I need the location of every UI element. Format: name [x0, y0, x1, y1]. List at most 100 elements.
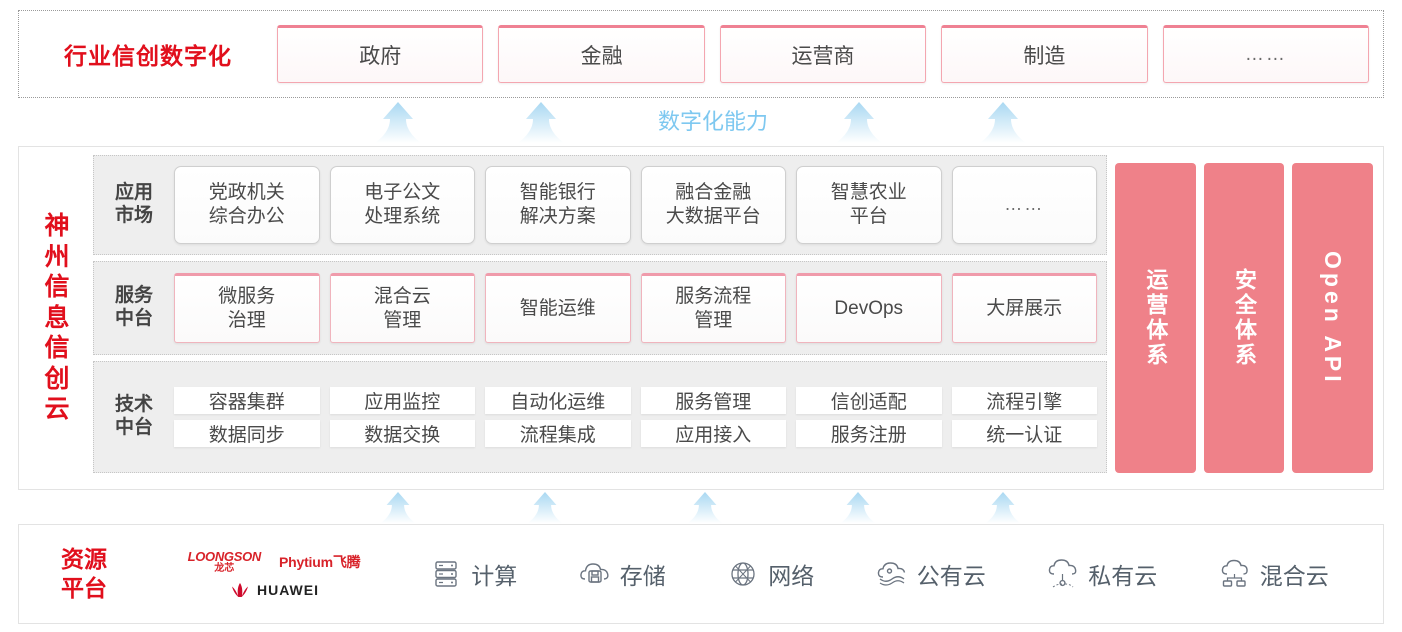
cloud-platform-title: 神 州 信 息 信 创 云: [19, 147, 91, 489]
resource-item-label: 私有云: [1088, 563, 1158, 589]
resource-item-label: 公有云: [916, 563, 986, 589]
up-arrow-icon: [518, 102, 564, 144]
svc-card-microservice-governance[interactable]: 微服务 治理: [174, 273, 320, 343]
card-line: 混合云: [373, 285, 431, 307]
up-arrow-icon: [836, 492, 880, 524]
tech-card-data-sync[interactable]: 数据同步: [174, 420, 320, 447]
up-arrow-icon: [980, 102, 1026, 144]
huawei-logo: HUAWEI: [229, 582, 319, 598]
up-arrow-icon: [981, 492, 1025, 524]
cloud-title-char: 神: [44, 212, 70, 241]
up-arrow-icon: [836, 102, 882, 144]
svc-card-big-screen-display[interactable]: 大屏展示: [951, 273, 1097, 343]
cloud-band-column: 应用 市场 党政机关 综合办公 电子公文: [93, 155, 1107, 481]
capability-label: 数字化能力: [658, 109, 769, 134]
loongson-logo-cn: 龙芯: [214, 563, 235, 574]
resource-item-list: 计算 存储: [399, 557, 1383, 591]
huawei-flower-icon: [229, 582, 251, 598]
industry-card-finance[interactable]: 金融: [498, 25, 705, 83]
svc-card-intelligent-ops[interactable]: 智能运维: [485, 273, 631, 343]
resource-item-hybrid-cloud[interactable]: 混合云: [1218, 557, 1329, 591]
svc-card-service-process-management[interactable]: 服务流程 管理: [640, 273, 786, 343]
tech-card-application-monitoring[interactable]: 应用监控: [329, 387, 475, 414]
tech-card-service-management[interactable]: 服务管理: [640, 387, 786, 414]
pillar-open-api[interactable]: Open API: [1292, 163, 1374, 473]
card-line: 融合金融: [675, 181, 752, 203]
private-cloud-icon: [1046, 557, 1080, 591]
resource-item-compute[interactable]: 计算: [429, 557, 517, 591]
card-line: 大数据平台: [665, 206, 761, 227]
tech-card-container-cluster[interactable]: 容器集群: [174, 387, 320, 414]
card-line: 管理: [694, 310, 733, 331]
cloud-platform-body: 应用 市场 党政机关 综合办公 电子公文: [91, 147, 1383, 489]
cloud-title-char: 信: [44, 273, 70, 302]
card-line: 管理: [383, 310, 422, 331]
svc-card-hybrid-cloud-management[interactable]: 混合云 管理: [329, 273, 475, 343]
vendor-logo-row: LOONGSON 龙芯 Phytium飞腾: [188, 550, 361, 574]
band-application-market: 应用 市场 党政机关 综合办公 电子公文: [93, 155, 1107, 255]
resource-item-label: 计算: [471, 563, 518, 589]
card-line: 电子公文: [364, 181, 441, 203]
up-arrow-icon: [375, 102, 421, 144]
card-line: 综合办公: [208, 206, 285, 227]
cloud-title-char: 州: [44, 242, 70, 271]
tech-card-data-exchange[interactable]: 数据交换: [329, 420, 475, 447]
cloud-title-char: 息: [44, 303, 70, 332]
card-line: 智慧农业: [830, 181, 907, 203]
vendor-logo-group: LOONGSON 龙芯 Phytium飞腾 HUAWEI: [149, 550, 399, 598]
band-label-line: 中台: [114, 308, 153, 329]
card-line: 微服务: [218, 285, 276, 307]
card-line: 平台: [849, 206, 888, 227]
up-arrow-icon: [523, 492, 567, 524]
resource-platform-panel: 资源 平台 LOONGSON 龙芯 Phytium飞腾 HUAWEI: [18, 524, 1384, 624]
band-label-application-market: 应用 市场: [103, 182, 165, 228]
app-card-smart-bank[interactable]: 智能银行 解决方案: [485, 166, 631, 244]
app-card-finance-bigdata[interactable]: 融合金融 大数据平台: [640, 166, 786, 244]
technical-platform-row-2: 数据同步 数据交换 流程集成 应用接入 服务注册 统一认证: [174, 420, 1097, 447]
card-line: 党政机关: [208, 181, 285, 203]
pillar-column: 运营体系 安全体系 Open API: [1115, 155, 1374, 481]
resource-item-label: 存储: [619, 563, 666, 589]
industry-band: 行业信创数字化 政府 金融 运营商 制造 ……: [18, 10, 1384, 98]
cloud-title-char: 云: [44, 395, 70, 424]
card-line: 处理系统: [364, 206, 441, 227]
resource-item-label: 混合云: [1259, 563, 1329, 589]
lower-arrow-gap: [18, 491, 1384, 524]
loongson-logo: LOONGSON 龙芯: [188, 550, 262, 574]
tech-card-service-registry[interactable]: 服务注册: [796, 420, 942, 447]
technical-platform-cards: 容器集群 应用监控 自动化运维 服务管理 信创适配 流程引擎 数据同步 数据交换…: [174, 387, 1097, 447]
tech-card-process-integration[interactable]: 流程集成: [485, 420, 631, 447]
band-label-service-platform: 服务 中台: [103, 285, 165, 331]
network-icon: [726, 557, 760, 591]
resource-item-network[interactable]: 网络: [726, 557, 814, 591]
tech-card-process-engine[interactable]: 流程引擎: [951, 387, 1097, 414]
cloud-title-char: 信: [44, 334, 70, 363]
pillar-operations-system[interactable]: 运营体系: [1115, 163, 1196, 473]
resource-item-label: 网络: [768, 563, 815, 589]
tech-card-automated-ops[interactable]: 自动化运维: [485, 387, 631, 414]
svc-card-devops[interactable]: DevOps: [796, 273, 942, 343]
tech-card-xinchuang-adaptation[interactable]: 信创适配: [796, 387, 942, 414]
tech-card-application-access[interactable]: 应用接入: [640, 420, 786, 447]
resource-item-public-cloud[interactable]: 公有云: [875, 557, 986, 591]
band-technical-platform: 技术 中台 容器集群 应用监控 自动化运维 服务管理 信创适配 流程引擎: [93, 361, 1107, 473]
industry-card-government[interactable]: 政府: [277, 25, 484, 83]
industry-card-list: 政府 金融 运营商 制造 ……: [277, 25, 1383, 83]
app-card-more[interactable]: ……: [951, 166, 1097, 244]
industry-card-manufacturing[interactable]: 制造: [941, 25, 1148, 83]
app-card-government-office[interactable]: 党政机关 综合办公: [174, 166, 320, 244]
app-card-smart-agriculture[interactable]: 智慧农业 平台: [796, 166, 942, 244]
up-arrow-icon: [683, 492, 727, 524]
pillar-security-system[interactable]: 安全体系: [1203, 163, 1285, 473]
card-line: 服务流程: [675, 285, 752, 307]
industry-card-more[interactable]: ……: [1162, 25, 1370, 83]
industry-card-telecom[interactable]: 运营商: [719, 25, 927, 83]
band-label-line: 技术: [114, 394, 153, 416]
resource-item-storage[interactable]: 存储: [578, 557, 666, 591]
cloud-title-char: 创: [44, 364, 70, 393]
resource-item-private-cloud[interactable]: 私有云: [1046, 557, 1157, 591]
tech-card-unified-authentication[interactable]: 统一认证: [951, 420, 1097, 447]
card-line: 解决方案: [519, 206, 596, 227]
resource-title-line: 平台: [61, 575, 107, 601]
app-card-edoc-system[interactable]: 电子公文 处理系统: [329, 166, 475, 244]
